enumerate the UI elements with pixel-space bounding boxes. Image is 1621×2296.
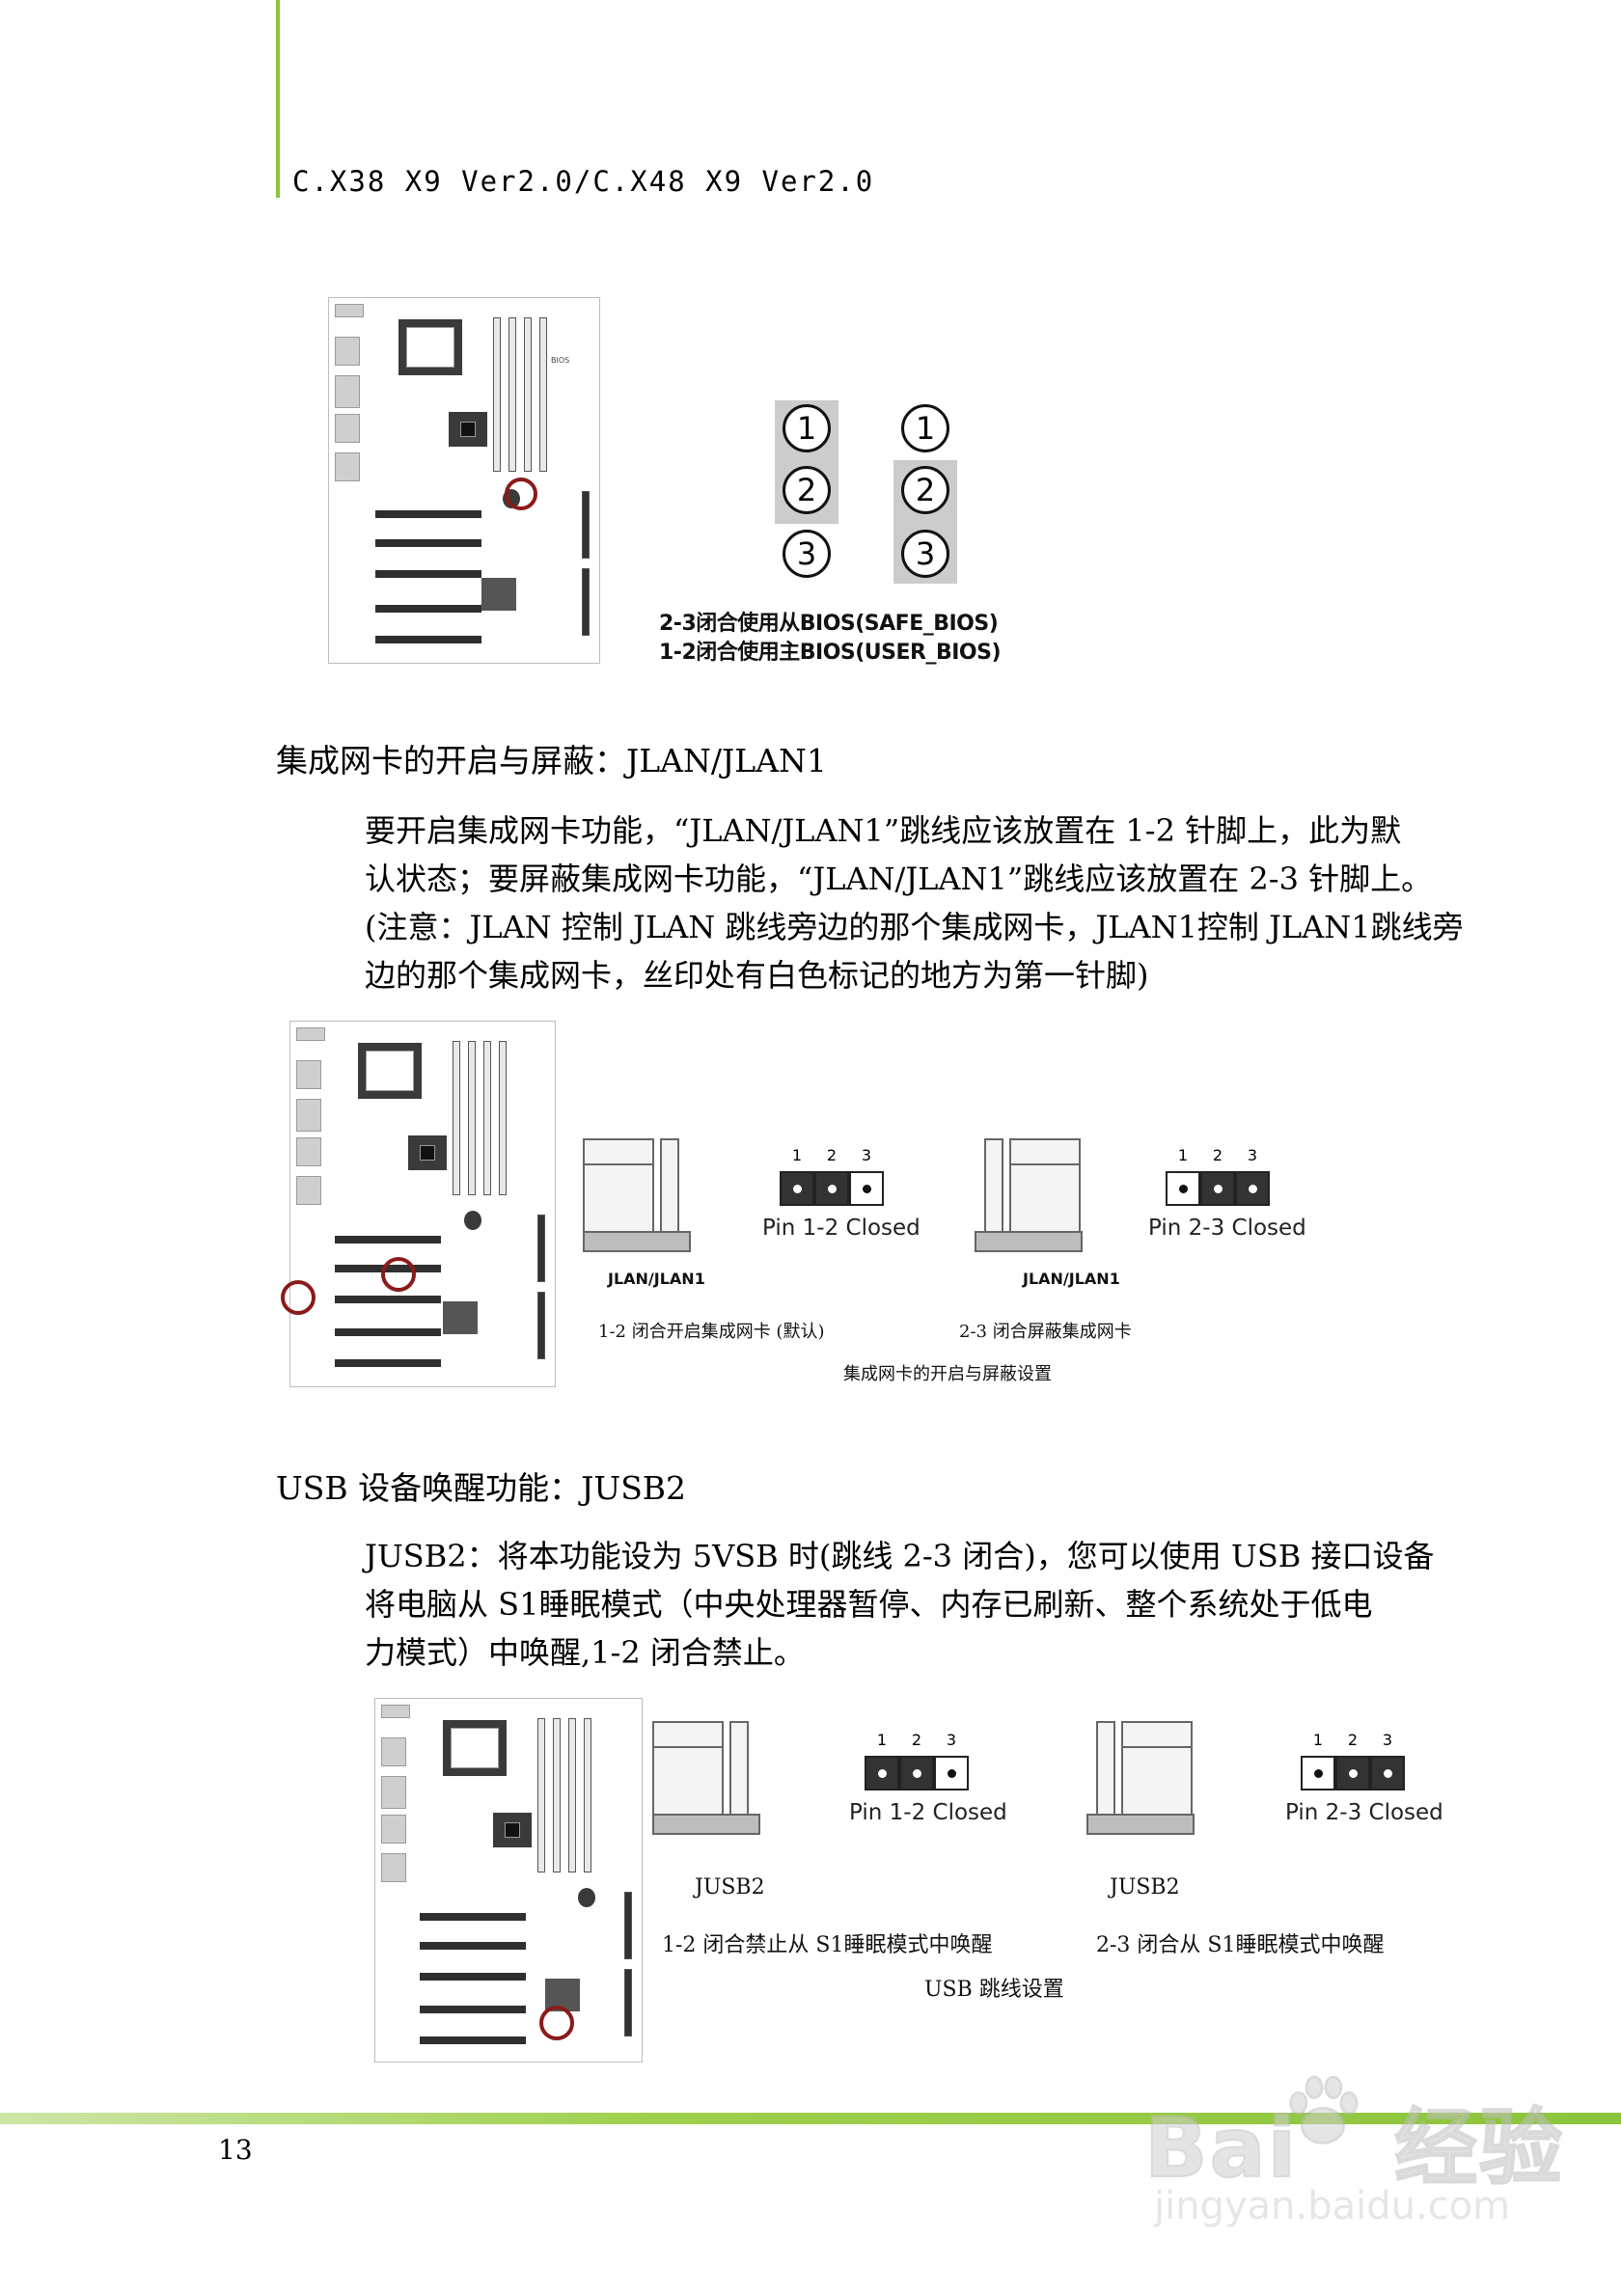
jumper-label: JUSB2 [695,1875,765,1900]
pin-1: 1 [901,404,949,452]
bios-caption-line2: 1-2闭合使用主BIOS(USER_BIOS) [659,641,1002,665]
jumper-description: 1-2 闭合禁止从 S1睡眠模式中唤醒 [662,1933,993,1957]
motherboard-diagram-usb [374,1698,643,2063]
pin-number: 1 [791,1146,803,1164]
jumper-description: 2-3 闭合从 S1睡眠模式中唤醒 [1096,1933,1385,1957]
pin-number: 1 [1177,1146,1189,1164]
pin-number: 3 [1247,1146,1258,1164]
jumper-illustration-1-2 [652,1721,760,1837]
paragraph-line: 认状态；要屏蔽集成网卡功能，“JLAN/JLAN1”跳线应该放置在 2-3 针脚… [365,861,1433,897]
pin-3: 3 [783,530,831,578]
paragraph-line: 边的那个集成网卡，丝印处有白色标记的地方为第一针脚) [365,957,1149,994]
watermark-url: jingyan.baidu.com [1154,2184,1511,2228]
pin-caption: Pin 2-3 Closed [1285,1800,1443,1825]
page-number: 13 [218,2134,253,2166]
jumper-illustration-1-2 [583,1138,691,1254]
pin-diagram-2-3-closed: 1 2 3 Pin 2-3 Closed [1283,1731,1447,1827]
jlan-section-title: 集成网卡的开启与屏蔽：JLAN/JLAN1 [276,742,827,779]
footer-accent-line [0,2113,1621,2124]
header-accent-bar [276,0,280,198]
paragraph-line: JUSB2：将本功能设为 5VSB 时(跳线 2-3 闭合)，您可以使用 USB… [365,1538,1435,1574]
jumper-location-marker [505,478,537,510]
paragraph-line: (注意：JLAN 控制 JLAN 跳线旁边的那个集成网卡，JLAN1控制 JLA… [365,909,1464,945]
pin-number: 3 [1382,1731,1393,1749]
jumper-description: 2-3 闭合屏蔽集成网卡 [959,1322,1132,1342]
paragraph-line: 要开启集成网卡功能，“JLAN/JLAN1”跳线应该放置在 1-2 针脚上，此为… [365,812,1402,849]
pin-1: 1 [783,404,831,452]
jumper-location-marker [539,2006,574,2040]
jumper-description: 1-2 闭合开启集成网卡 (默认) [598,1322,825,1342]
figure-caption: 集成网卡的开启与屏蔽设置 [843,1364,1052,1384]
pin-diagram-2-3-closed: 1 2 3 Pin 2-3 Closed [1148,1146,1306,1243]
pin-number: 2 [1347,1731,1359,1749]
bios-caption-line1: 2-3闭合使用从BIOS(SAFE_BIOS) [659,612,999,636]
motherboard-diagram-bios: BIOS [328,297,600,664]
pin-caption: Pin 1-2 Closed [762,1216,920,1241]
pin-2: 2 [901,466,949,514]
pin-number: 2 [911,1731,922,1749]
jumper-illustration-2-3 [975,1138,1083,1254]
pin-number: 3 [946,1731,957,1749]
pin-number: 3 [861,1146,872,1164]
pin-number: 2 [1212,1146,1223,1164]
usb-section-title: USB 设备唤醒功能：JUSB2 [276,1469,687,1507]
pin-diagram-1-2-closed: 1 2 3 Pin 1-2 Closed [847,1731,1011,1827]
motherboard-diagram-jlan [281,1021,556,1387]
paw-icon [1289,2075,1359,2145]
pin-caption: Pin 2-3 Closed [1148,1216,1306,1241]
jumper-illustration-2-3 [1086,1721,1195,1837]
pin-number: 1 [1312,1731,1324,1749]
jumper-label: JUSB2 [1110,1875,1180,1900]
pin-caption: Pin 1-2 Closed [849,1800,1007,1825]
figure-caption: USB 跳线设置 [924,1978,1064,2002]
pin-3: 3 [901,530,949,578]
bios-jumper-1-2: 1 2 3 [893,400,957,584]
jumper-location-marker [281,1280,316,1315]
pin-2: 2 [783,466,831,514]
jumper-label: JLAN/JLAN1 [1023,1270,1120,1288]
pin-number: 1 [876,1731,888,1749]
pin-number: 2 [826,1146,838,1164]
paragraph-line: 将电脑从 S1睡眠模式（中央处理器暂停、内存已刷新、整个系统处于低电 [365,1586,1373,1623]
usb-paragraph: JUSB2：将本功能设为 5VSB 时(跳线 2-3 闭合)，您可以使用 USB… [365,1532,1435,1677]
pin-diagram-1-2-closed: 1 2 3 Pin 1-2 Closed [762,1146,920,1243]
paragraph-line: 力模式）中唤醒,1-2 闭合禁止。 [365,1634,805,1671]
jumper-label: JLAN/JLAN1 [608,1270,705,1288]
jlan-paragraph: 要开启集成网卡功能，“JLAN/JLAN1”跳线应该放置在 1-2 针脚上，此为… [365,806,1464,999]
jumper-location-marker [381,1257,416,1292]
model-header: C.X38 X9 Ver2.0/C.X48 X9 Ver2.0 [292,165,875,198]
bios-jumper-2-3: 1 2 3 [775,400,838,584]
